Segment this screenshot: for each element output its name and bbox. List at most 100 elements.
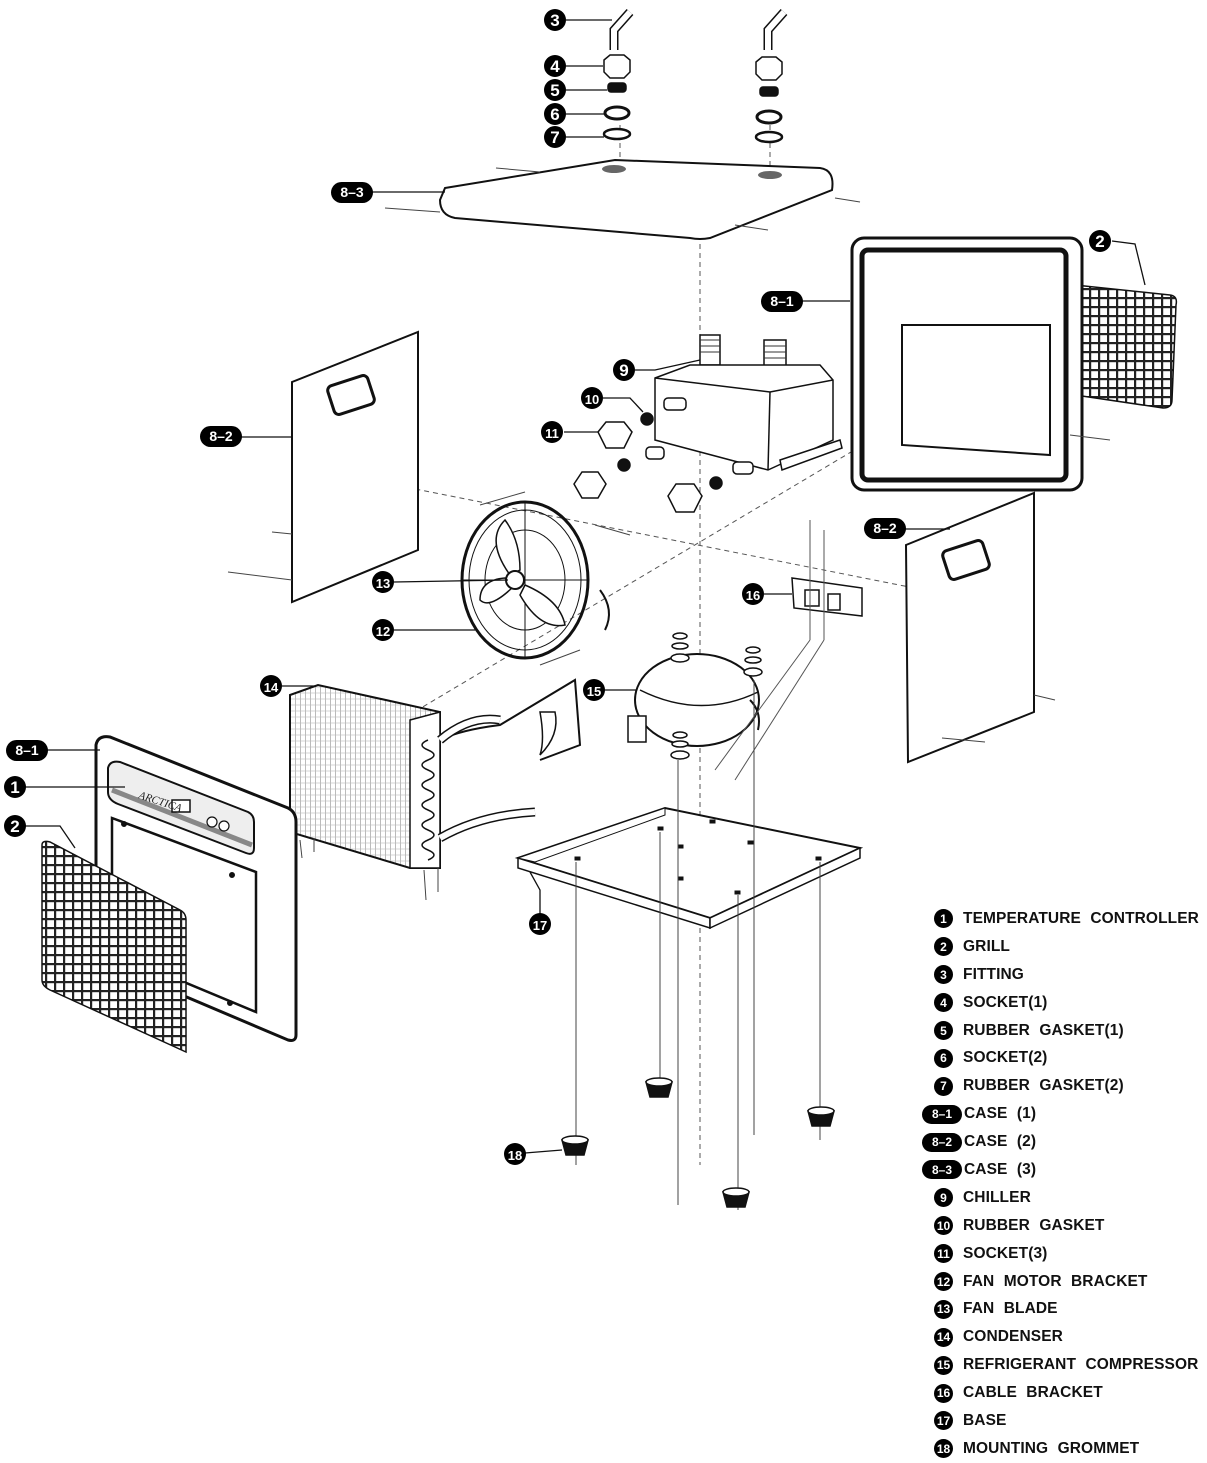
condenser [289,678,582,901]
legend-label: GRILL [963,937,1010,955]
callout-13: 13 [372,571,394,593]
svg-text:17: 17 [533,918,547,933]
legend-number: 6 [934,1048,953,1068]
cable-bracket [714,520,863,781]
legend-number: 16 [934,1383,953,1403]
legend-label: REFRIGERANT COMPRESSOR [963,1356,1199,1374]
svg-text:9: 9 [619,361,628,380]
callout-8-2-right: 8–2 [864,518,906,539]
legend-item: 13 FAN BLADE [922,1295,1207,1323]
legend-number: 14 [934,1327,953,1347]
legend-number: 5 [934,1021,953,1040]
legend-item: 11 SOCKET(3) [922,1240,1207,1268]
svg-text:4: 4 [550,57,560,76]
callout-8-2-left: 8–2 [200,426,242,447]
case-back-frame [850,236,1178,492]
legend-number: 7 [934,1076,953,1096]
callout-14: 14 [260,675,282,697]
legend-label: SOCKET(3) [963,1244,1048,1262]
callout-18: 18 [504,1143,526,1165]
svg-text:8–1: 8–1 [15,742,39,758]
chiller-connectors [573,397,754,513]
legend-number: 12 [934,1272,953,1292]
callout-11: 11 [541,421,563,443]
svg-text:5: 5 [550,81,559,100]
callout-12: 12 [372,619,394,641]
legend-label: TEMPERATURE CONTROLLER [963,909,1199,927]
legend-label: CASE (2) [964,1133,1037,1151]
callout-1: 1 [4,776,26,798]
legend-label: CABLE BRACKET [963,1384,1103,1402]
legend-item: 7 RUBBER GASKET(2) [922,1072,1207,1100]
svg-text:18: 18 [508,1148,522,1163]
legend-label: CASE (1) [964,1105,1037,1123]
legend-number: 9 [934,1188,953,1208]
legend-number: 2 [934,937,953,957]
svg-text:3: 3 [550,11,559,30]
legend-number: 11 [934,1244,953,1264]
case-side-right [904,491,1056,764]
svg-text:14: 14 [264,680,279,695]
legend-label: CONDENSER [963,1328,1063,1346]
callout-15: 15 [583,679,605,701]
front-grill [41,840,187,1054]
legend-label: CASE (3) [964,1160,1037,1178]
chiller-unit [573,334,843,513]
legend-number: 3 [934,965,953,985]
svg-text:8–2: 8–2 [873,520,897,536]
callout-8-3: 8–3 [331,182,373,203]
callout-17: 17 [529,913,551,935]
callout-8-1-top: 8–1 [761,291,803,312]
callout-2-left: 2 [4,815,26,837]
case-side-left [227,330,419,604]
fitting-stack-left [602,9,634,141]
svg-text:15: 15 [587,684,601,699]
legend-label: FAN BLADE [963,1300,1058,1318]
svg-text:2: 2 [1095,232,1104,251]
legend-number: 1 [934,909,953,929]
legend-number: 8–2 [922,1132,962,1152]
legend-label: BASE [963,1411,1007,1429]
legend-label: FAN MOTOR BRACKET [963,1272,1148,1290]
legend-number: 18 [934,1439,953,1459]
fan-assembly [460,491,631,666]
svg-text:10: 10 [585,392,599,407]
callout-2-top: 2 [1089,230,1111,252]
callout-4: 4 [544,55,566,77]
callout-leader-lines [22,19,1146,1154]
callout-6: 6 [544,103,566,125]
svg-text:12: 12 [376,624,390,639]
callout-7: 7 [544,126,566,148]
svg-text:8–3: 8–3 [340,184,364,200]
legend-number: 15 [934,1355,953,1375]
callout-16: 16 [742,583,764,605]
legend-item: 2 GRILL [922,933,1207,961]
svg-text:8–2: 8–2 [209,428,233,444]
base-tray [514,680,864,1210]
svg-text:7: 7 [550,128,559,147]
svg-text:8–1: 8–1 [770,293,794,309]
legend-item: 1 TEMPERATURE CONTROLLER [922,905,1207,933]
svg-text:16: 16 [746,588,760,603]
legend-label: RUBBER GASKET(2) [963,1077,1124,1095]
mounting-grommets [561,1077,835,1208]
fitting-stack-right [754,9,788,144]
callout-9: 9 [613,359,635,381]
legend-item: 14 CONDENSER [922,1323,1207,1351]
legend-number: 13 [934,1299,953,1319]
legend-item: 16 CABLE BRACKET [922,1379,1207,1407]
svg-text:6: 6 [550,105,559,124]
svg-text:13: 13 [376,576,390,591]
